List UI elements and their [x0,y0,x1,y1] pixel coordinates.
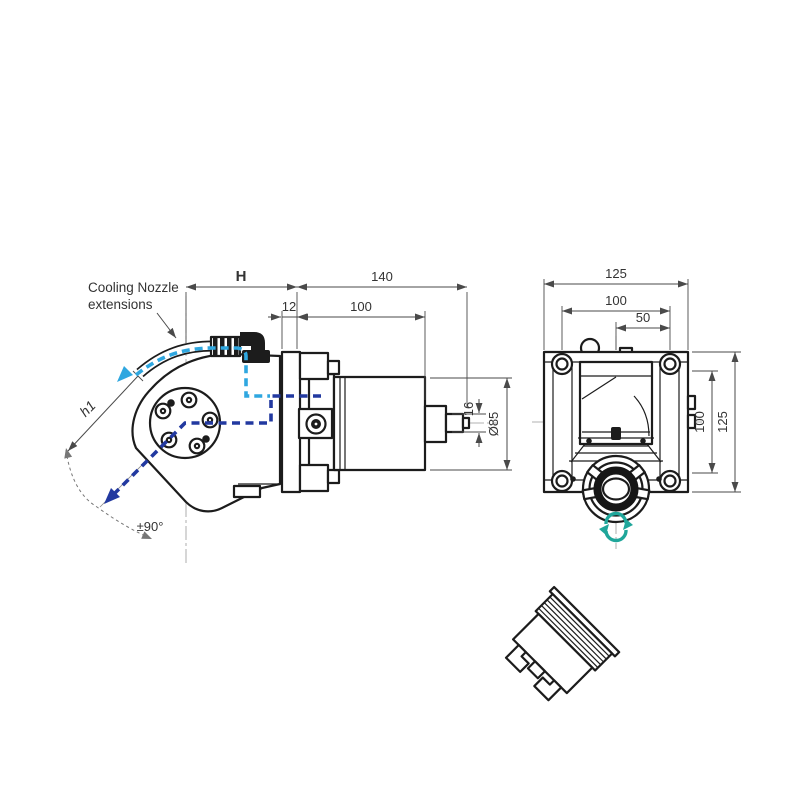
main-cylinder-body [332,375,427,472]
lock-dot [656,476,662,482]
dim-label-100-top: 100 [605,293,627,308]
dim-label-140: 140 [371,269,393,284]
callout-leader [156,312,177,339]
clamp-center-key [526,660,547,680]
coolant-flow-arrow-icon [117,366,133,382]
lock-dot [586,438,592,444]
collet-assembly [504,585,621,702]
fitting-band [227,338,232,355]
dim-label-swivel: ±90° [137,519,164,534]
collet-bore [601,477,631,501]
front-view: 125 100 50 100 125 [532,266,741,549]
coolant-flow-arrow-icon [104,488,120,504]
dim-100-right: 100 [692,370,718,474]
dim-label-100-side: 100 [350,299,372,314]
callout-line2: extensions [88,297,153,312]
dim-label-125-top: 125 [605,266,627,281]
collet-nut [570,427,662,524]
top-clamp-block [298,351,330,381]
elbow-fitting [240,332,265,362]
ring-groove [543,602,605,663]
dim-label-125-right: 125 [715,411,730,433]
external-coolant-path [134,346,270,398]
swivel-arrow-icon [64,448,73,459]
collet-bore-ring [593,466,639,512]
side-tab [686,413,697,430]
clamp-screw-center [314,422,318,426]
spindle-cone [569,443,663,463]
dim-100-top: 100 [561,293,671,350]
face-bolt [188,437,206,455]
bottom-clamp-nub [326,468,341,485]
face-bolt [154,402,172,420]
ring-groove [540,605,602,666]
top-clamp-nub [326,359,341,376]
head-bottom-block [232,484,262,499]
rotation-arrows-icon [599,511,633,543]
dim-h1: h1 [67,370,144,452]
face-bolt [180,391,198,409]
dim-140: 140 [296,269,468,408]
flange-plate [280,350,302,494]
dim-label-16: 16 [461,402,476,416]
dim-label-h1: h1 [76,397,98,419]
dim-label-50: 50 [636,310,650,325]
index-pin [611,427,621,440]
dim-50: 50 [615,310,671,350]
clamp-prong [504,643,530,674]
dim-12: 12 [268,299,311,349]
dim-100-side: 100 [296,299,426,400]
dim-label-h: H [236,268,247,285]
bottom-clamp-block [298,463,330,493]
internal-coolant-path [108,394,321,500]
ring-groove [549,596,610,657]
face-bolt [201,411,219,429]
dim-label-dia85: Ø85 [486,412,501,437]
dowel-pin [167,399,175,407]
swivel-arc [65,449,153,540]
corner-bolt [550,352,574,376]
corner-bolt [658,352,682,376]
dim-label-100-right: 100 [692,411,707,433]
cooling-nozzle-callout: Cooling Nozzle extensions [88,280,179,339]
lock-dot [640,438,646,444]
clamp-prong [533,676,563,702]
callout-line1: Cooling Nozzle [88,280,179,295]
side-tab [686,394,697,411]
dim-125-right: 125 [692,351,741,493]
corner-bolt [550,469,574,493]
lock-dot [570,476,576,482]
dim-16: 16 [452,399,486,447]
dim-125-top: 125 [543,266,689,350]
swivel-range-indicator: ±90° [64,448,164,540]
ring-groove [546,599,607,660]
shaft-step [423,404,448,444]
dim-h: H [185,268,298,349]
corner-bolt [658,469,682,493]
dim-label-12: 12 [282,299,296,314]
side-view: H 140 12 100 16 [64,268,621,702]
ring-groove [538,607,599,669]
dim-dia85: Ø85 [430,377,512,471]
dowel-pin [202,435,210,443]
swivel-arrow-icon [141,531,152,539]
shaft-tip [461,416,471,430]
